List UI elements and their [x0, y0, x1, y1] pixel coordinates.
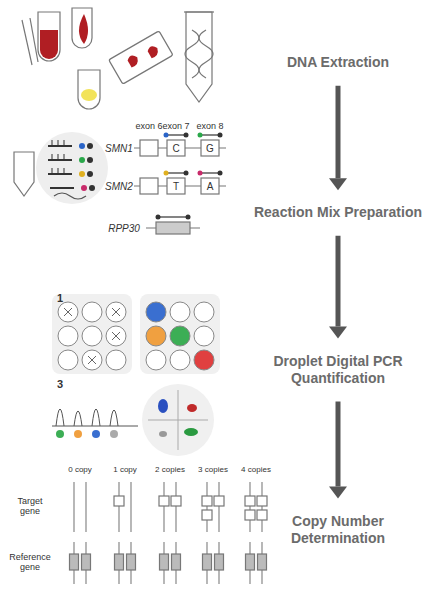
- reference-copy: [160, 554, 169, 570]
- reference-copy: [127, 554, 136, 570]
- chromosome-line: [163, 482, 164, 532]
- chromosome-line: [249, 482, 250, 532]
- reference-copy: [246, 554, 255, 570]
- sample-tubes: [22, 8, 214, 109]
- diagram-label: exon 8: [196, 122, 223, 132]
- step-label: Droplet Digital PCR Quantification: [258, 353, 418, 388]
- step-text: Reaction Mix Preparation: [240, 204, 436, 222]
- diagram-label: SMN2: [105, 181, 133, 192]
- diagram-label: RPP30: [108, 223, 140, 234]
- diagram-label: G: [206, 143, 214, 154]
- diagram-label: exon 6: [135, 122, 162, 132]
- reaction-mix-art: [14, 132, 226, 234]
- chromosome-line: [73, 482, 74, 532]
- diagram-label: C: [172, 143, 179, 154]
- step-label: Reaction Mix Preparation: [240, 204, 436, 222]
- flow-arrow: [329, 86, 347, 191]
- droplet-art: [52, 294, 220, 456]
- arrow-shaft: [336, 402, 341, 487]
- chromosome-line: [218, 482, 219, 532]
- reference-copy: [82, 554, 91, 570]
- step-text: DNA Extraction: [240, 54, 436, 72]
- diagram-label: 3: [57, 378, 63, 390]
- step-label: Copy Number Determination: [273, 513, 403, 548]
- chromosome-line: [118, 482, 119, 532]
- diagram-label: 1 copy: [113, 466, 137, 475]
- copy-number-art: [70, 482, 268, 584]
- reference-copy: [115, 554, 124, 570]
- diagram-label: SMN1: [105, 143, 133, 154]
- diagram-label: Target gene: [8, 497, 52, 517]
- diagram-label: 2 copies: [155, 466, 185, 475]
- arrow-shaft: [336, 236, 341, 327]
- arrow-head: [329, 327, 347, 339]
- target-copy: [245, 496, 255, 506]
- target-copy: [257, 496, 267, 506]
- target-copy: [202, 510, 212, 520]
- reference-copy: [203, 554, 212, 570]
- diagram-label: 4 copies: [241, 466, 271, 475]
- reference-copy: [258, 554, 267, 570]
- arrow-shaft: [336, 86, 341, 179]
- step-label: DNA Extraction: [240, 54, 436, 72]
- chromosome-line: [85, 482, 86, 532]
- flow-arrow: [329, 402, 347, 499]
- reference-copy: [70, 554, 79, 570]
- arrow-head: [329, 487, 347, 499]
- reference-copy: [172, 554, 181, 570]
- diagram-label: exon 7: [162, 122, 189, 132]
- target-copy: [171, 496, 181, 506]
- chromosome-line: [175, 482, 176, 532]
- chromosome-line: [206, 482, 207, 532]
- chromosome-line: [130, 482, 131, 532]
- target-copy: [257, 510, 267, 520]
- target-copy: [159, 496, 169, 506]
- arrow-head: [329, 178, 347, 190]
- step-text: Droplet Digital PCR Quantification: [258, 353, 418, 388]
- diagram-label: A: [207, 181, 214, 192]
- diagram-label: 1: [57, 292, 63, 304]
- diagram-label: 3 copies: [198, 466, 228, 475]
- flow-arrow: [329, 236, 347, 339]
- target-copy: [245, 510, 255, 520]
- diagram-label: T: [173, 181, 179, 192]
- target-copy: [114, 496, 124, 506]
- target-copy: [202, 496, 212, 506]
- reference-copy: [215, 554, 224, 570]
- diagram-label: 0 copy: [68, 466, 92, 475]
- chromosome-line: [261, 482, 262, 532]
- target-copy: [214, 496, 224, 506]
- diagram-label: Reference gene: [8, 553, 52, 573]
- step-text: Copy Number Determination: [273, 513, 403, 548]
